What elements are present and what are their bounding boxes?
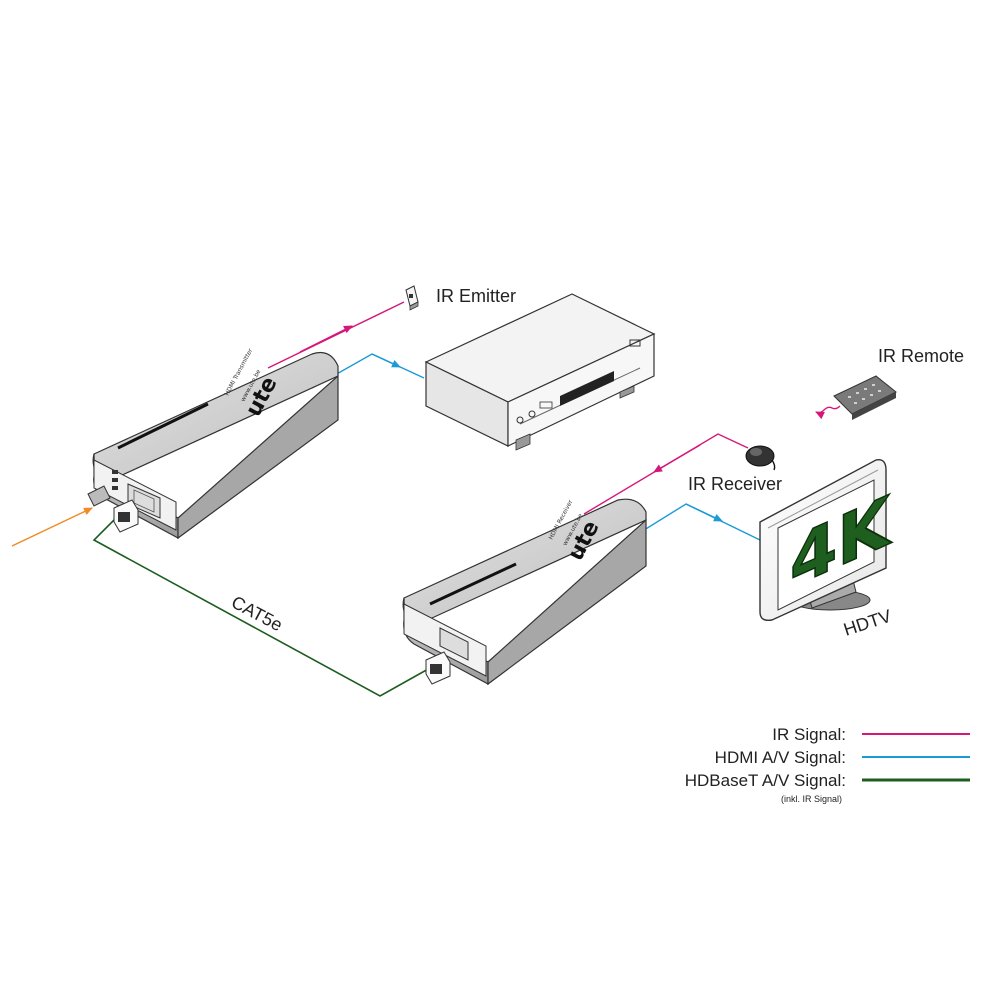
cat5e-cable [92, 519, 431, 697]
ir-remote-device [833, 375, 897, 420]
legend-hdbaset-label: HDBaseT A/V Signal: [685, 771, 846, 790]
legend: IR Signal: HDMI A/V Signal: HDBaseT A/V … [685, 725, 970, 804]
hdmi-transmitter [87, 351, 339, 540]
ir-receiver-eye [745, 445, 776, 471]
ir-emitter-label: IR Emitter [436, 286, 516, 306]
ir-emitter-line [267, 301, 405, 369]
legend-hdbaset-note: (inkl. IR Signal) [781, 794, 842, 804]
hdtv-device [759, 459, 887, 622]
ir-receiver-label: IR Receiver [688, 474, 782, 494]
ir-remote-signal [815, 405, 841, 420]
hdtv-label: HDTV [841, 606, 894, 640]
legend-hdmi-label: HDMI A/V Signal: [715, 748, 846, 767]
ir-emitter-device [405, 285, 419, 311]
hdmi-input-line [11, 507, 93, 547]
source-player [424, 293, 656, 451]
legend-ir-label: IR Signal: [772, 725, 846, 744]
ir-remote-label: IR Remote [878, 346, 964, 366]
ir-receiver-line [583, 433, 749, 515]
hdmi-receiver [402, 498, 647, 686]
hdmi-tv-line [627, 503, 761, 541]
